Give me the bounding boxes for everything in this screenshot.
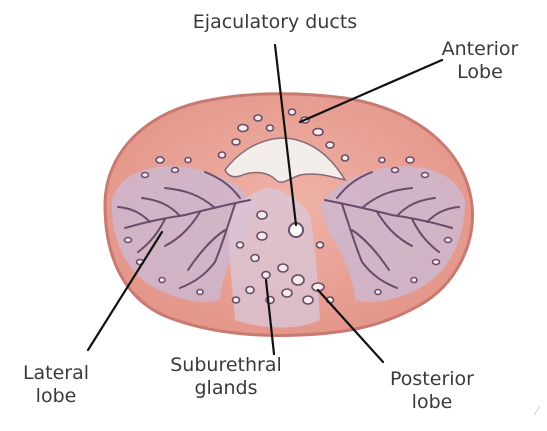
- label-suburethral-glands-line1: Suburethral: [152, 354, 300, 377]
- label-lateral-lobe-line1: Lateral: [10, 362, 102, 385]
- label-lateral-lobe-line2: lobe: [10, 385, 102, 408]
- label-suburethral-glands-line2: glands: [152, 377, 300, 400]
- label-ejaculatory-ducts: Ejaculatory ducts: [168, 11, 382, 34]
- label-anterior-lobe-line1: Anterior: [432, 38, 528, 61]
- label-suburethral-glands: Suburethral glands: [152, 354, 300, 400]
- label-posterior-lobe-line1: Posterior: [376, 368, 488, 391]
- label-anterior-lobe: Anterior Lobe: [432, 38, 528, 84]
- corner-mark: ⁄: [536, 404, 538, 418]
- label-lateral-lobe: Lateral lobe: [10, 362, 102, 408]
- label-anterior-lobe-line2: Lobe: [432, 61, 528, 84]
- label-posterior-lobe-line2: lobe: [376, 391, 488, 414]
- label-posterior-lobe: Posterior lobe: [376, 368, 488, 414]
- clipped-heading-fragment: [176, 0, 376, 2]
